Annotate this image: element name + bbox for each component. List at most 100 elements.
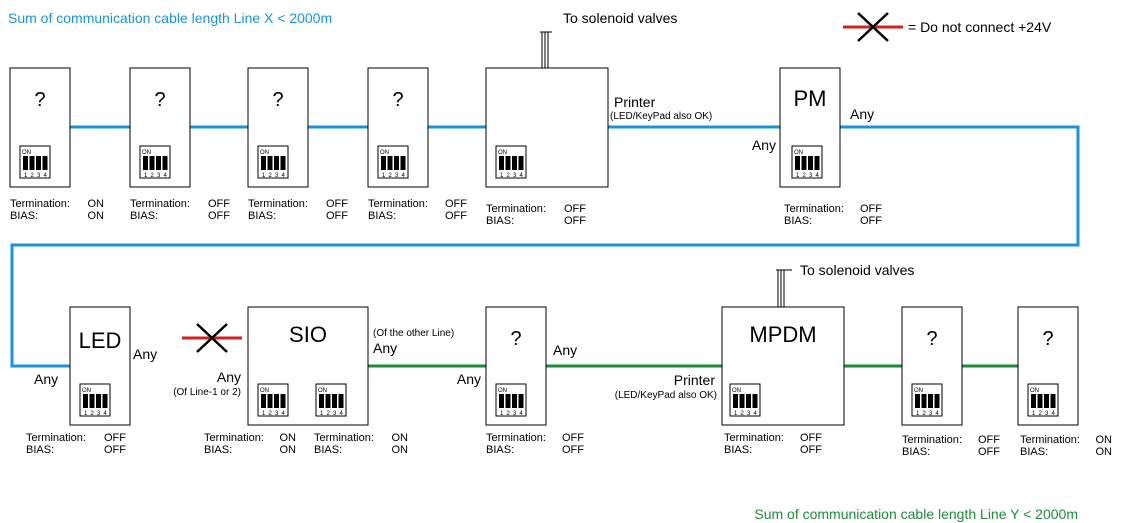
settings-q3: Termination: OFF BIAS: OFF: [248, 198, 348, 222]
bias-label: BIAS:: [902, 446, 930, 458]
dip-number: 2: [803, 173, 807, 179]
dip-lever: [325, 394, 331, 408]
dip-number: 4: [1052, 411, 1056, 417]
label-printer-top: Printer: [614, 94, 656, 110]
dip-number: 4: [402, 173, 406, 179]
termination-value: OFF: [326, 198, 348, 210]
dip-on-label: ON: [260, 388, 269, 394]
dip-number: 3: [37, 173, 41, 179]
termination-label: Termination:: [10, 198, 70, 210]
dip-lever: [162, 156, 168, 170]
settings-q2: Termination: OFF BIAS: OFF: [130, 198, 230, 222]
legend: = Do not connect +24V: [843, 12, 1052, 42]
dip-number: 4: [44, 173, 48, 179]
bias-value: OFF: [326, 210, 348, 222]
bias-label: BIAS:: [314, 444, 342, 456]
dip-on-label: ON: [498, 150, 507, 156]
settings-q1: Termination: ON BIAS: ON: [10, 198, 104, 222]
dip-number: 1: [144, 173, 148, 179]
termination-label: Termination:: [248, 198, 308, 210]
label-led-any-right: Any: [133, 346, 157, 362]
dip-number: 2: [923, 411, 927, 417]
dip-lever: [733, 394, 738, 408]
label-printer-bottom-sub: (LED/KeyPad also OK): [615, 390, 717, 401]
device-label-mpdm: MPDM: [749, 322, 816, 347]
dip-number: 4: [104, 411, 108, 417]
dip-on-label: ON: [260, 150, 269, 156]
dip-number: 3: [157, 173, 161, 179]
dip-number: 1: [262, 411, 266, 417]
dip-lever: [928, 394, 933, 408]
label-sio-any-left: Any: [217, 369, 241, 385]
termination-value: ON: [280, 432, 297, 444]
bias-label: BIAS:: [724, 444, 752, 456]
termination-value: OFF: [445, 198, 467, 210]
label-q6-any-left: Any: [457, 371, 481, 387]
dip-lever: [512, 394, 517, 408]
line-y-length-note: Sum of communication cable length Line Y…: [754, 506, 1078, 522]
dip-lever: [332, 394, 337, 408]
termination-label: Termination:: [130, 198, 190, 210]
dip-lever: [499, 394, 504, 408]
dip-lever: [505, 394, 511, 408]
solenoid-wires-bottom: [776, 269, 792, 307]
dip-on-label: ON: [22, 150, 31, 156]
dip-on-label: ON: [82, 388, 91, 394]
dip-number: 1: [500, 173, 504, 179]
dip-number: 4: [936, 411, 940, 417]
dip-lever: [795, 156, 800, 170]
label-printer-top-sub: (LED/KeyPad also OK): [610, 111, 712, 122]
bias-label: BIAS:: [130, 210, 158, 222]
dip-number: 3: [395, 173, 399, 179]
dip-number: 3: [1045, 411, 1049, 417]
dip-number: 1: [1032, 411, 1036, 417]
dip-lever: [387, 156, 393, 170]
label-sio-any-right: Any: [373, 340, 397, 356]
termination-label: Termination:: [1020, 434, 1080, 446]
bias-value: OFF: [978, 446, 1000, 458]
bias-label: BIAS:: [784, 215, 812, 227]
dip-lever: [319, 394, 324, 408]
bias-value: OFF: [860, 215, 882, 227]
label-q6-any-right: Any: [553, 342, 577, 358]
dip-lever: [1031, 394, 1036, 408]
termination-label: Termination:: [314, 432, 374, 444]
bias-label: BIAS:: [10, 210, 38, 222]
bias-value: ON: [1096, 446, 1113, 458]
dip-number: 2: [507, 411, 511, 417]
dip-number: 3: [275, 411, 279, 417]
bias-value: OFF: [562, 444, 584, 456]
dip-lever: [505, 156, 511, 170]
dip-number: 1: [500, 411, 504, 417]
dip-number: 2: [269, 173, 273, 179]
dip-lever: [934, 394, 940, 408]
dip-lever: [267, 394, 273, 408]
dip-lever: [915, 394, 920, 408]
termination-label: Termination:: [368, 198, 428, 210]
dip-number: 1: [916, 411, 920, 417]
dip-number: 2: [507, 173, 511, 179]
dip-on-label: ON: [1030, 388, 1039, 394]
sio-do-not-connect-icon: [182, 323, 242, 353]
dip-lever: [518, 156, 524, 170]
dip-lever: [814, 156, 820, 170]
dip-lever: [83, 394, 88, 408]
dip-lever: [143, 156, 148, 170]
settings-q6: Termination: OFF BIAS: OFF: [902, 434, 1000, 458]
device-label-q4: ?: [392, 89, 403, 111]
label-pm-any-left: Any: [752, 137, 776, 153]
bias-label: BIAS:: [486, 444, 514, 456]
label-pm-any-right: Any: [850, 106, 874, 122]
label-printer-bottom: Printer: [674, 372, 716, 388]
dip-number: 2: [31, 173, 35, 179]
bias-value: ON: [280, 444, 297, 456]
dip-number: 4: [164, 173, 168, 179]
settings-q7: Termination: ON BIAS: ON: [1020, 434, 1112, 458]
